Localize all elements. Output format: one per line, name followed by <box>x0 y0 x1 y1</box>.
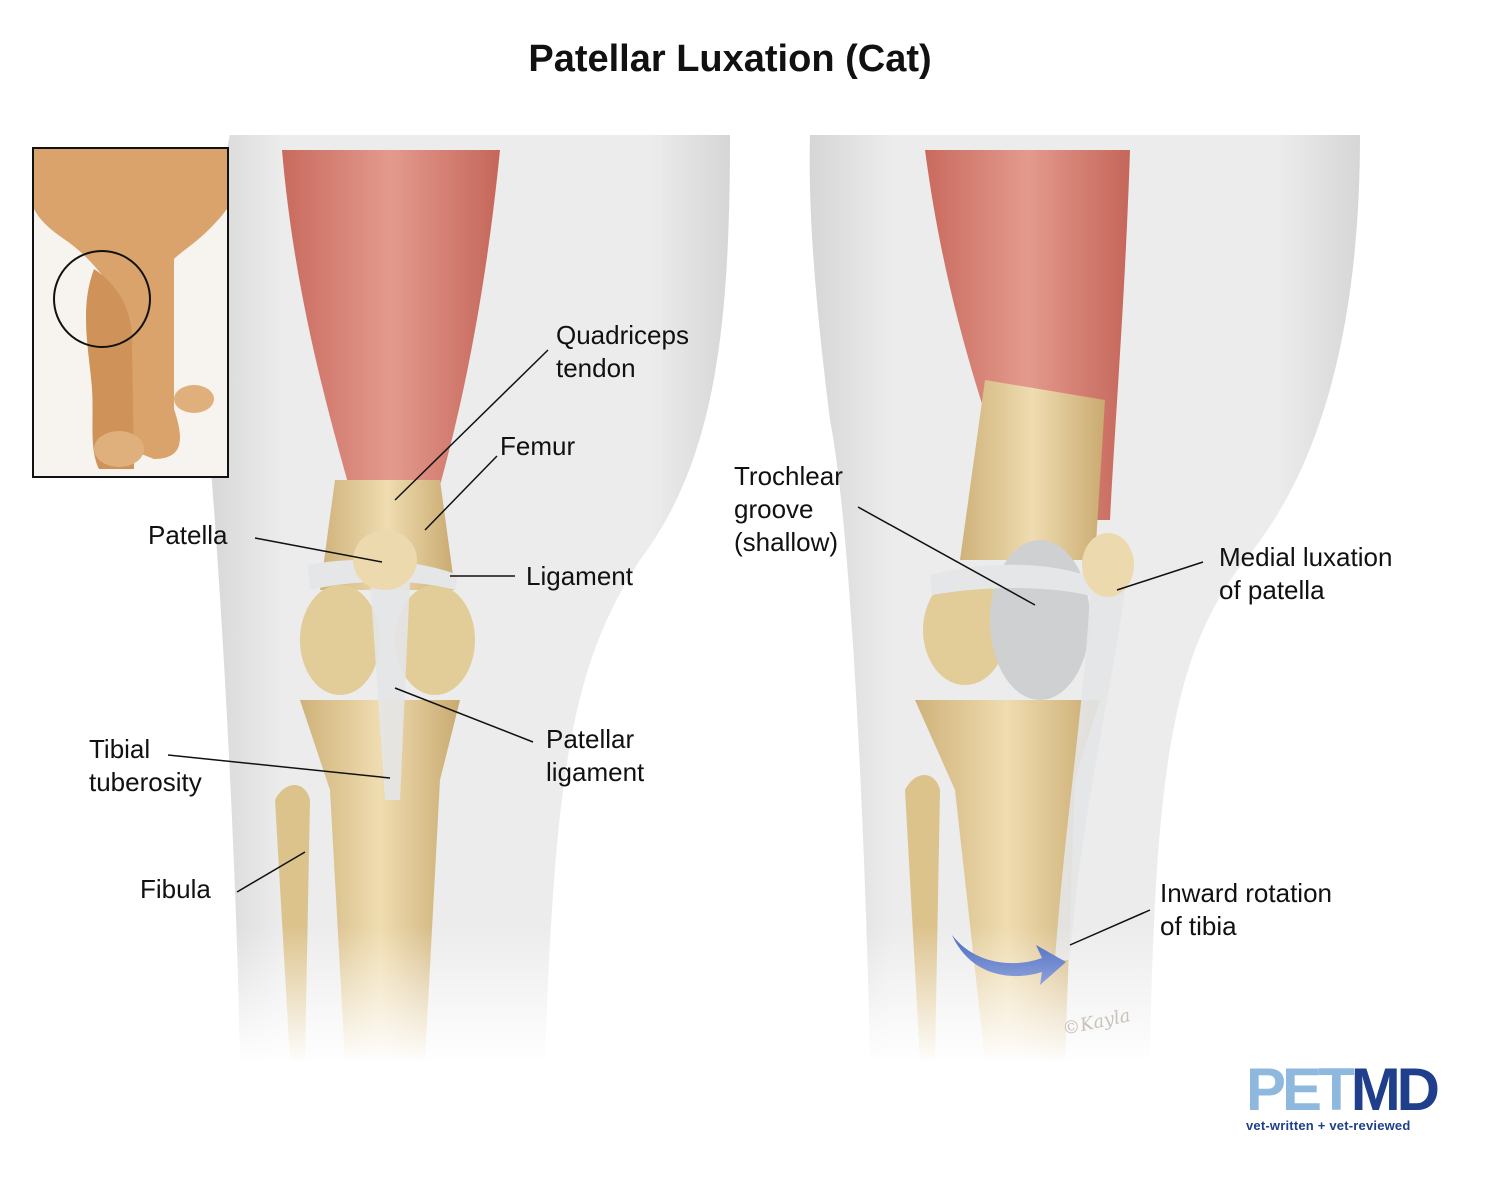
logo-tagline: vet-written + vet-reviewed <box>1246 1118 1411 1133</box>
label-quadriceps-tendon: Quadriceps tendon <box>556 320 689 383</box>
label-patellar-ligament: Patellar ligament <box>546 724 645 787</box>
highlight-circle <box>53 250 151 348</box>
logo-pet-text: PET <box>1246 1056 1355 1123</box>
leader-lines <box>167 349 1204 946</box>
label-trochlear-groove: Trochlear groove (shallow) <box>734 461 843 557</box>
petmd-logo: PETMD vet-written + vet-reviewed <box>1246 1060 1440 1134</box>
label-ligament: Ligament <box>526 561 633 591</box>
label-inward-rotation: Inward rotation of tibia <box>1160 878 1332 941</box>
label-medial-luxation: Medial luxation of patella <box>1219 542 1393 605</box>
inset-cat-leg <box>32 147 229 478</box>
label-tibial-tuberosity: Tibial tuberosity <box>89 734 202 797</box>
logo-md-text: MD <box>1350 1056 1440 1123</box>
right-leg <box>800 135 1370 1065</box>
left-leg <box>200 135 740 1065</box>
label-patella: Patella <box>148 520 228 550</box>
diagram-title: Patellar Luxation (Cat) <box>528 38 932 80</box>
label-femur: Femur <box>500 431 576 461</box>
label-fibula: Fibula <box>140 874 211 904</box>
cat-leg-illustration <box>34 149 227 469</box>
